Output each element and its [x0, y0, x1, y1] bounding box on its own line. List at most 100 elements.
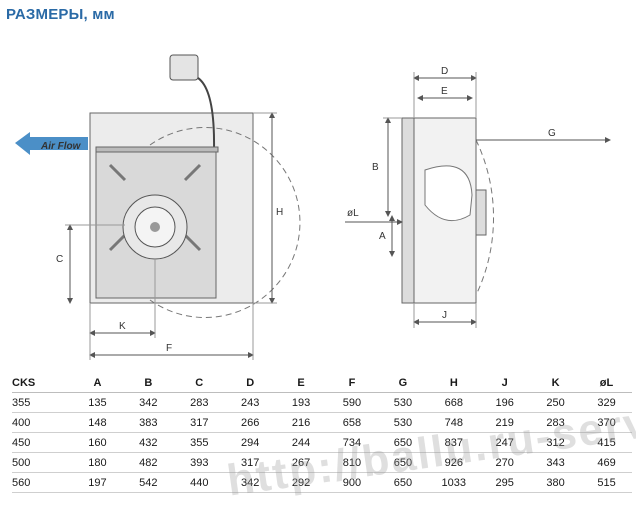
- header-e: E: [297, 377, 305, 389]
- table-cell: 180: [88, 456, 107, 469]
- table-cell: 482: [139, 456, 158, 469]
- table-cell: 1033: [441, 476, 467, 489]
- table-header-row: CKS A B C D E F G H J K øL: [12, 374, 632, 393]
- table-cell: 283: [546, 416, 565, 429]
- table-cell: 342: [139, 396, 158, 409]
- table-cell: 343: [546, 456, 565, 469]
- table-cell: 294: [240, 436, 260, 449]
- table-cell: 196: [495, 396, 514, 409]
- table-cell: 400: [12, 416, 31, 429]
- table-cell: 283: [190, 396, 209, 409]
- dim-label-g: G: [548, 128, 556, 139]
- header-d: D: [246, 377, 255, 389]
- table-cell: 658: [342, 416, 362, 429]
- dim-label-j: J: [442, 310, 447, 321]
- table-cell: 370: [597, 416, 616, 429]
- table-cell: 440: [190, 476, 209, 489]
- dim-label-ol: øL: [347, 208, 359, 219]
- table-cell: 415: [597, 436, 616, 449]
- page-title: РАЗМЕРЫ, мм: [6, 6, 115, 23]
- table-cell: 650: [393, 436, 413, 449]
- table-cell: 530: [393, 396, 413, 409]
- header-k: K: [551, 377, 560, 389]
- dim-label-c: C: [56, 254, 63, 265]
- header-j: J: [501, 377, 508, 389]
- side-view: [345, 72, 611, 328]
- table-cell: 342: [240, 476, 260, 489]
- table-cell: 590: [342, 396, 362, 409]
- table-cell: 393: [190, 456, 209, 469]
- terminal-box: [169, 54, 199, 81]
- dim-label-b: B: [372, 162, 379, 173]
- header-b: B: [144, 377, 153, 389]
- table-row: 560 197 542 440 342 292 900 650 1033 295 380 515: [12, 473, 632, 493]
- airflow-arrow: [15, 132, 88, 155]
- header-g: G: [398, 377, 408, 389]
- dimensions-table-wrap: CKS A B C D E F G H J K øL 355 135 342 283 2…: [12, 374, 632, 493]
- table-cell: 500: [12, 456, 31, 469]
- header-cks: CKS: [12, 377, 36, 389]
- table-cell: 247: [495, 436, 514, 449]
- header-a: A: [93, 377, 102, 389]
- table-row: 400 148 383 317 266 216 658 530 748 219 283 370: [12, 413, 632, 433]
- table-cell: 734: [342, 436, 362, 449]
- dim-label-d: D: [441, 66, 448, 77]
- table-cell: 542: [139, 476, 158, 489]
- dimension-drawing: Air Flow H C K F D E B G A øL J: [15, 54, 611, 360]
- airflow-label: Air Flow: [40, 141, 82, 152]
- header-f: F: [348, 377, 356, 389]
- table-cell: 329: [597, 396, 616, 409]
- table-cell: 469: [597, 456, 616, 469]
- dim-label-e: E: [441, 86, 448, 97]
- table-cell: 312: [546, 436, 565, 449]
- table-cell: 148: [88, 416, 107, 429]
- table-cell: 197: [88, 476, 107, 489]
- table-cell: 219: [495, 416, 514, 429]
- table-cell: 266: [240, 416, 260, 429]
- dim-label-a: A: [379, 231, 386, 242]
- table-row: 500 180 482 393 317 267 810 650 926 270 343 469: [12, 453, 632, 473]
- inner-panel: [95, 149, 217, 299]
- table-cell: 243: [240, 396, 260, 409]
- table-cell: 515: [597, 476, 616, 489]
- table-body: 355 135 342 283 243 193 590 530 668 196 250 329 400 1…: [12, 393, 632, 493]
- dimensions-table: CKS A B C D E F G H J K øL 355 135 342 283 2…: [12, 374, 632, 493]
- table-cell: 432: [139, 436, 158, 449]
- table-cell: 160: [88, 436, 107, 449]
- table-cell: 317: [240, 456, 260, 469]
- table-cell: 355: [190, 436, 209, 449]
- table-cell: 450: [12, 436, 31, 449]
- header-c: C: [195, 377, 204, 389]
- table-cell: 810: [342, 456, 362, 469]
- impeller-arc: [149, 127, 301, 318]
- dim-label-f: F: [166, 343, 172, 354]
- table-cell: 926: [444, 456, 463, 469]
- table-cell: 317: [190, 416, 209, 429]
- table-cell: 135: [88, 396, 107, 409]
- table-cell: 193: [291, 396, 311, 409]
- table-cell: 837: [444, 436, 463, 449]
- table-row: 355 135 342 283 243 193 590 530 668 196 250 329: [12, 393, 632, 413]
- table-cell: 216: [291, 416, 311, 429]
- table-cell: 530: [393, 416, 413, 429]
- table-cell: 355: [12, 396, 31, 409]
- table-cell: 250: [546, 396, 565, 409]
- header-ol: øL: [599, 377, 614, 389]
- table-cell: 668: [444, 396, 463, 409]
- table-cell: 267: [291, 456, 311, 469]
- table-cell: 292: [291, 476, 311, 489]
- table-cell: 270: [495, 456, 514, 469]
- table-cell: 244: [291, 436, 311, 449]
- table-cell: 900: [342, 476, 362, 489]
- table-cell: 650: [393, 476, 413, 489]
- table-cell: 383: [139, 416, 158, 429]
- table-cell: 650: [393, 456, 413, 469]
- table-cell: 560: [12, 476, 31, 489]
- table-row: 450 160 432 355 294 244 734 650 837 247 312 415: [12, 433, 632, 453]
- dim-label-k: K: [119, 321, 126, 332]
- table-cell: 380: [546, 476, 565, 489]
- header-h: H: [449, 377, 458, 389]
- table-cell: 748: [444, 416, 463, 429]
- table-cell: 295: [495, 476, 514, 489]
- front-view: [15, 54, 301, 360]
